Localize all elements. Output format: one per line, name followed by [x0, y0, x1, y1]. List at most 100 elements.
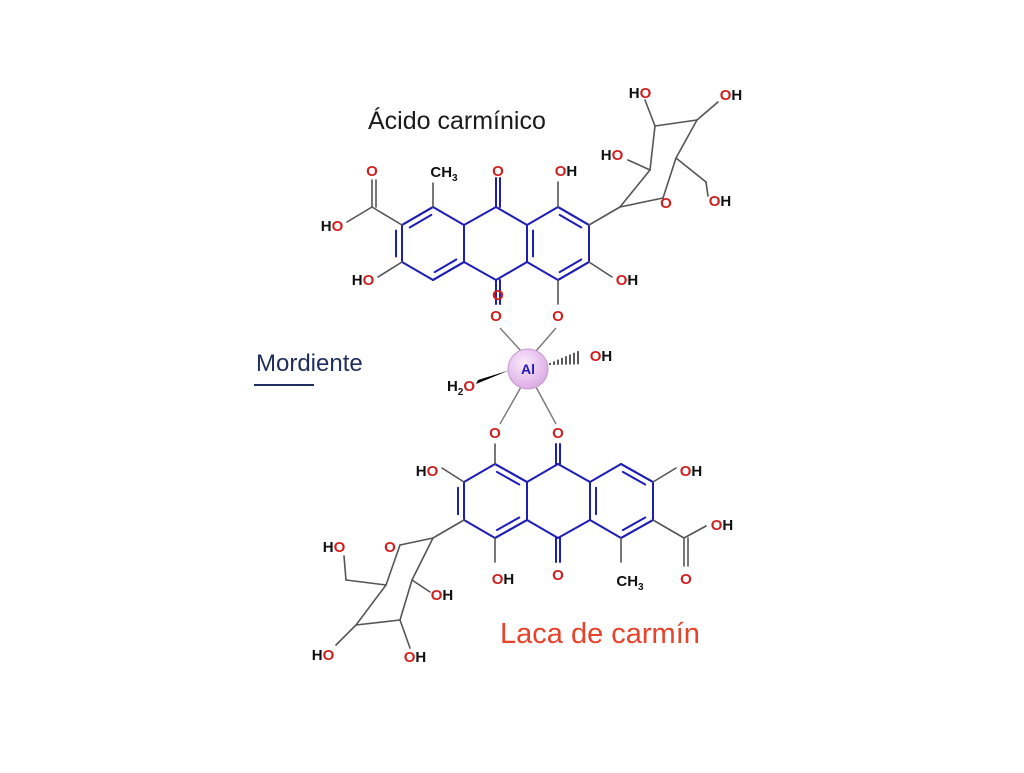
sugar-bond: [399, 619, 411, 649]
oxygen-atom: O: [384, 539, 396, 556]
oxygen-atom: O: [492, 287, 504, 304]
sugar-bond: [335, 624, 357, 646]
hydroxyl-bond: [652, 467, 677, 483]
ring-bond: [401, 261, 434, 281]
hydroxyl-bond: [441, 467, 465, 483]
hydroxyl-group: HO: [416, 463, 439, 480]
hydroxyl-group: HO: [629, 85, 652, 102]
ring-bond: [463, 261, 497, 281]
hydroxyl-bond: [377, 261, 403, 278]
oxygen-atom: O: [492, 163, 504, 180]
ring-bond-double: [558, 258, 583, 274]
carboxyl-bond: [346, 206, 373, 223]
ring-bond: [494, 519, 528, 539]
sugar-bond: [355, 619, 401, 626]
ring-bond-double: [621, 516, 647, 532]
sugar-bond: [411, 537, 434, 581]
ring-bond: [526, 206, 559, 226]
hydroxyl-group: OH: [711, 517, 734, 534]
ring-bond: [557, 206, 590, 226]
ring-bond: [463, 463, 496, 483]
oxygen-atom: O: [552, 308, 564, 325]
sugar-bond: [654, 119, 698, 127]
sugar-bond: [649, 125, 656, 171]
hydroxyl-group: HO: [352, 272, 375, 289]
ring-bond-double: [408, 213, 433, 229]
ring-bond: [463, 206, 497, 226]
aluminum-atom: [507, 348, 549, 390]
ring-bond: [463, 519, 496, 539]
ring-bond: [401, 206, 434, 226]
hydroxyl-bond: [588, 261, 613, 278]
hydroxyl-group: HO: [323, 539, 346, 556]
carboxyl-bond: [652, 519, 685, 539]
water-ligand: H2O: [447, 378, 475, 398]
sugar-bond: [385, 544, 401, 586]
title-carmine-lake: Laca de carmín: [500, 618, 700, 650]
carboxyl-bond: [371, 206, 403, 226]
coordination-bond: [499, 386, 522, 425]
coordination-bonds: [476, 327, 579, 425]
ring-bond: [526, 463, 559, 483]
sugar-bond: [662, 157, 677, 199]
label-mordant: Mordiente: [256, 350, 363, 377]
hydroxyl-group: OH: [709, 193, 732, 210]
ring-bond: [494, 463, 528, 483]
hydroxyl-group: OH: [720, 87, 743, 104]
coordination-bond: [535, 327, 557, 352]
coordination-bond: [499, 327, 522, 352]
oxygen-atom: O: [552, 567, 564, 584]
ring-bond: [432, 206, 465, 226]
hydroxyl-group: OH: [616, 272, 639, 289]
sugar-bond: [705, 181, 709, 197]
ring-bond: [526, 261, 559, 281]
oxygen-atom: O: [680, 571, 692, 588]
sugar-bond: [696, 101, 719, 121]
sugar-bond: [411, 579, 431, 593]
aromatic-ring-bonds: [395, 177, 654, 563]
glycoside-bond: [588, 206, 621, 226]
sugar-bond: [345, 579, 387, 586]
ring-bond-double: [558, 213, 583, 229]
sugar-bond: [644, 99, 656, 127]
ring-bond: [589, 463, 622, 483]
ring-bond: [557, 519, 591, 539]
wedge-bond: [476, 370, 510, 384]
ring-bond: [557, 463, 591, 483]
hydroxyl-group: OH: [431, 587, 454, 604]
hydroxyl-group: OH: [492, 571, 515, 588]
ring-bond: [432, 261, 465, 281]
sugar-bond: [627, 159, 651, 171]
ring-bond: [495, 206, 528, 226]
oxygen-atom: O: [489, 425, 501, 442]
methyl-group: CH3: [430, 164, 458, 184]
sugar-bond: [619, 197, 664, 208]
hydroxyl-group: OH: [680, 463, 703, 480]
glycoside-bond: [432, 519, 465, 539]
oxygen-atom: O: [660, 195, 672, 212]
ring-bond: [620, 463, 654, 483]
mordant-underline: [254, 384, 314, 386]
methyl-group: CH3: [616, 573, 644, 593]
ring-bond: [495, 261, 528, 281]
ring-bond-double: [495, 516, 521, 532]
sugar-bond: [343, 555, 347, 581]
oxygen-atom: O: [490, 308, 502, 325]
sugar-bond: [355, 584, 387, 626]
sugar-bond: [399, 579, 413, 621]
sugar-bond: [675, 157, 707, 183]
ring-bond-double: [433, 258, 458, 274]
ring-bond: [620, 519, 654, 539]
aluminum-label: Al: [521, 361, 535, 377]
ring-bond: [589, 519, 622, 539]
coordination-bond: [535, 386, 557, 425]
substituent-bonds: [335, 99, 719, 649]
oxygen-atom: O: [366, 163, 378, 180]
ring-bond: [526, 519, 559, 539]
ring-bond-double: [495, 470, 521, 486]
oxygen-atom: O: [552, 425, 564, 442]
carboxyl-bond: [683, 525, 707, 539]
